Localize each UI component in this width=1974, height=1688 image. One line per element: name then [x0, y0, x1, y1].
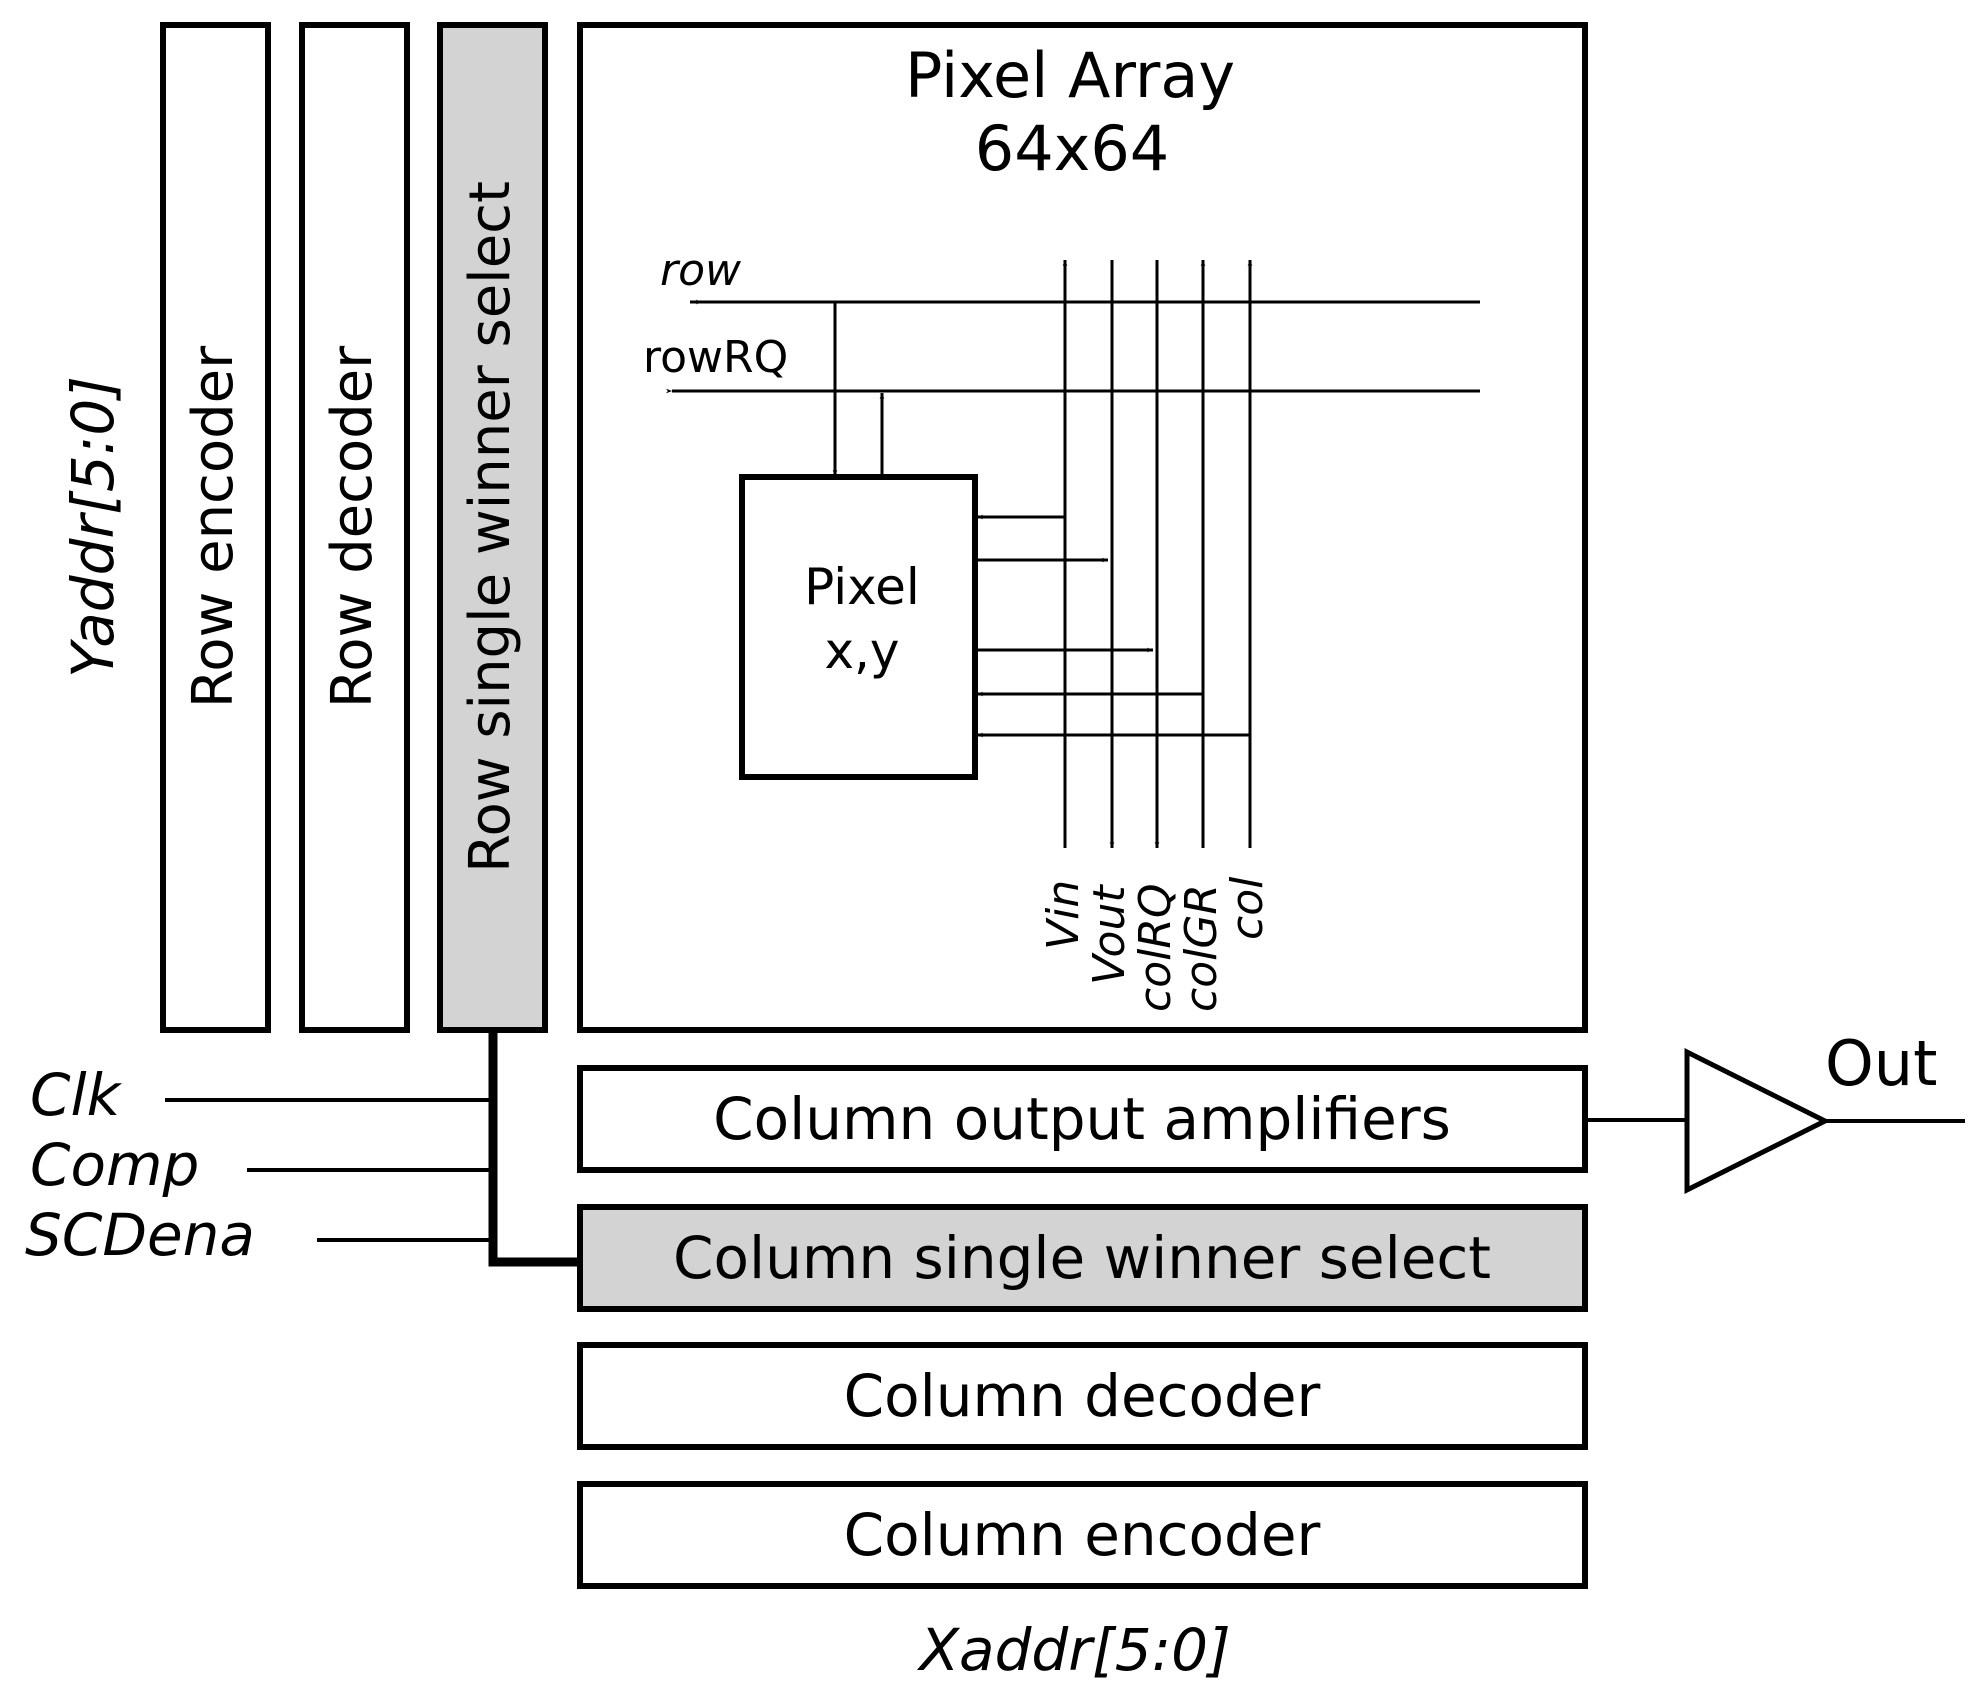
column-encoder-label: Column encoder: [844, 1501, 1321, 1569]
row-single-winner-select-label: Row single winner select: [458, 181, 523, 873]
rowrq-line: rowRQ: [643, 332, 1480, 394]
col-signal-label: col: [1222, 876, 1273, 940]
pixel-array-title: Pixel Array: [905, 39, 1235, 112]
column-decoder-block: Column decoder: [577, 1342, 1588, 1450]
clk-signal-label: Clk: [30, 1061, 123, 1129]
pixel-array-size: 64x64: [975, 112, 1169, 185]
row-single-winner-select-block: Row single winner select: [437, 22, 548, 1033]
scdena-signal-label: SCDena: [25, 1201, 255, 1269]
vout-signal-label: Vout: [1084, 884, 1135, 985]
buffer-triangle-icon: [1684, 1047, 1831, 1195]
out-signal-label: Out: [1825, 1027, 1937, 1100]
column-output-amplifiers-label: Column output amplifiers: [713, 1085, 1451, 1153]
comp-signal-label: Comp: [30, 1131, 199, 1199]
column-encoder-block: Column encoder: [577, 1481, 1588, 1589]
pixel-array-block: Pixel Array 64x64: [577, 22, 1588, 1033]
column-output-amplifiers-block: Column output amplifiers: [577, 1065, 1588, 1173]
row-encoder-block: Row encoder: [160, 22, 271, 1033]
rowrq-signal-label: rowRQ: [643, 332, 788, 383]
row-signal-label: row: [660, 245, 742, 296]
column-single-winner-select-block: Column single winner select: [577, 1204, 1588, 1312]
column-lines: [1062, 260, 1253, 848]
column-single-winner-select-label: Column single winner select: [673, 1224, 1491, 1292]
colgr-signal-label: colGR: [1176, 884, 1227, 1012]
colrq-signal-label: colRQ: [1130, 883, 1181, 1012]
pixel-cell-label-2: x,y: [824, 622, 899, 680]
pixel-cell: Pixel x,y: [739, 474, 978, 780]
row-decoder-label: Row decoder: [320, 345, 385, 708]
row-decoder-block: Row decoder: [299, 22, 410, 1033]
column-decoder-label: Column decoder: [844, 1362, 1321, 1430]
output-buffer: Out: [1585, 1027, 1965, 1195]
pixel-cell-label-1: Pixel: [804, 558, 920, 616]
control-bus: [165, 1030, 580, 1267]
yaddr-label: Yaddr[5:0]: [59, 376, 127, 678]
xaddr-label: Xaddr[5:0]: [916, 1616, 1230, 1684]
row-line: row: [660, 245, 1480, 305]
row-encoder-label: Row encoder: [181, 345, 246, 708]
vin-signal-label: Vin: [1038, 880, 1089, 950]
